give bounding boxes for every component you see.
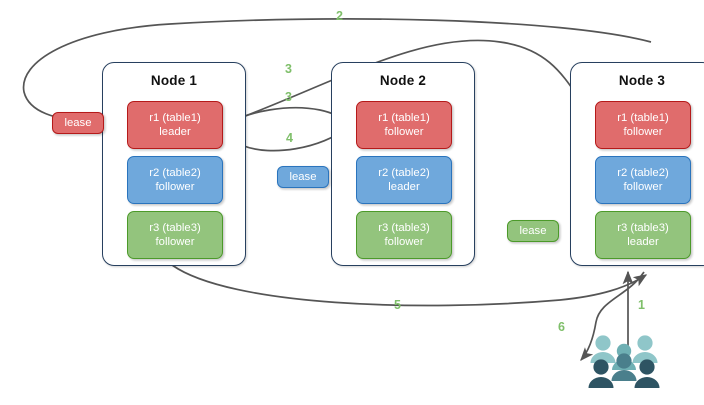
node-card-node-3[interactable]: Node 3 r1 (table1) follower r2 (table2) … [570, 62, 704, 266]
step-label-4: 4 [286, 131, 293, 145]
replica-n2-r2[interactable]: r2 (table2) leader [356, 156, 452, 204]
lease-badge-r3[interactable]: lease [507, 220, 559, 242]
lease-badge-r2[interactable]: lease [277, 166, 329, 188]
step-label-3a: 3 [285, 62, 292, 76]
edge-step-5 [171, 264, 648, 307]
replica-line-2: follower [155, 236, 195, 248]
lease-label: lease [289, 171, 317, 183]
replica-line-1: r2 (table2) [149, 167, 201, 179]
replica-line-1: r3 (table3) [149, 222, 201, 234]
replica-line-1: r2 (table2) [378, 167, 430, 179]
replica-line-2: follower [623, 181, 663, 193]
replica-line-2: follower [384, 126, 424, 138]
node-title: Node 3 [618, 73, 666, 88]
replica-line-1: r2 (table2) [617, 167, 669, 179]
node-card-node-2[interactable]: Node 2 r1 (table1) follower r2 (table2) … [331, 62, 475, 266]
step-label-5: 5 [394, 298, 401, 312]
replica-n3-r1[interactable]: r1 (table1) follower [595, 101, 691, 149]
replica-line-1: r3 (table3) [378, 222, 430, 234]
replica-n1-r3[interactable]: r3 (table3) follower [127, 211, 223, 259]
node-title: Node 2 [379, 73, 427, 88]
step-label-6: 6 [558, 320, 565, 334]
replica-line-2: leader [627, 236, 659, 248]
replica-n3-r3[interactable]: r3 (table3) leader [595, 211, 691, 259]
step-label-2: 2 [336, 9, 343, 23]
users-group-icon [588, 335, 660, 388]
lease-label: lease [519, 225, 547, 237]
lease-label: lease [64, 117, 92, 129]
replica-line-2: leader [159, 126, 191, 138]
replica-line-2: follower [623, 126, 663, 138]
replica-line-1: r1 (table1) [617, 112, 669, 124]
replica-line-2: follower [155, 181, 195, 193]
step-label-1: 1 [638, 298, 645, 312]
replica-n1-r2[interactable]: r2 (table2) follower [127, 156, 223, 204]
step-label-3b: 3 [285, 90, 292, 104]
replica-line-2: follower [384, 236, 424, 248]
replica-line-1: r1 (table1) [378, 112, 430, 124]
replica-line-2: leader [388, 181, 420, 193]
replica-line-1: r1 (table1) [149, 112, 201, 124]
lease-badge-r1[interactable]: lease [52, 112, 104, 134]
replica-n1-r1[interactable]: r1 (table1) leader [127, 101, 223, 149]
replica-n3-r2[interactable]: r2 (table2) follower [595, 156, 691, 204]
node-card-node-1[interactable]: Node 1 r1 (table1) leader r2 (table2) fo… [102, 62, 246, 266]
node-title: Node 1 [150, 73, 198, 88]
replica-n2-r1[interactable]: r1 (table1) follower [356, 101, 452, 149]
replica-line-1: r3 (table3) [617, 222, 669, 234]
replica-n2-r3[interactable]: r3 (table3) follower [356, 211, 452, 259]
